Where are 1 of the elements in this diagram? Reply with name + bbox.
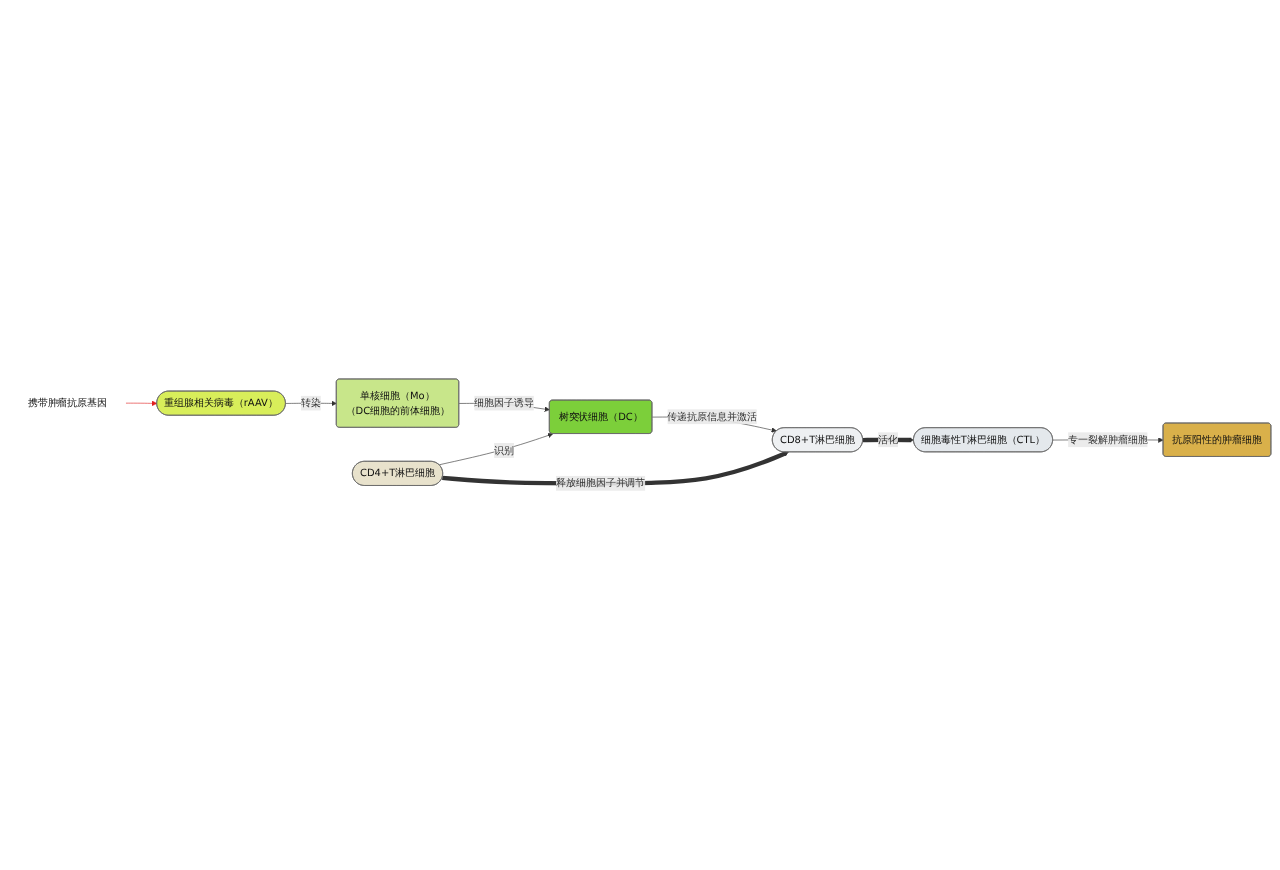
arrow: [862, 437, 914, 443]
